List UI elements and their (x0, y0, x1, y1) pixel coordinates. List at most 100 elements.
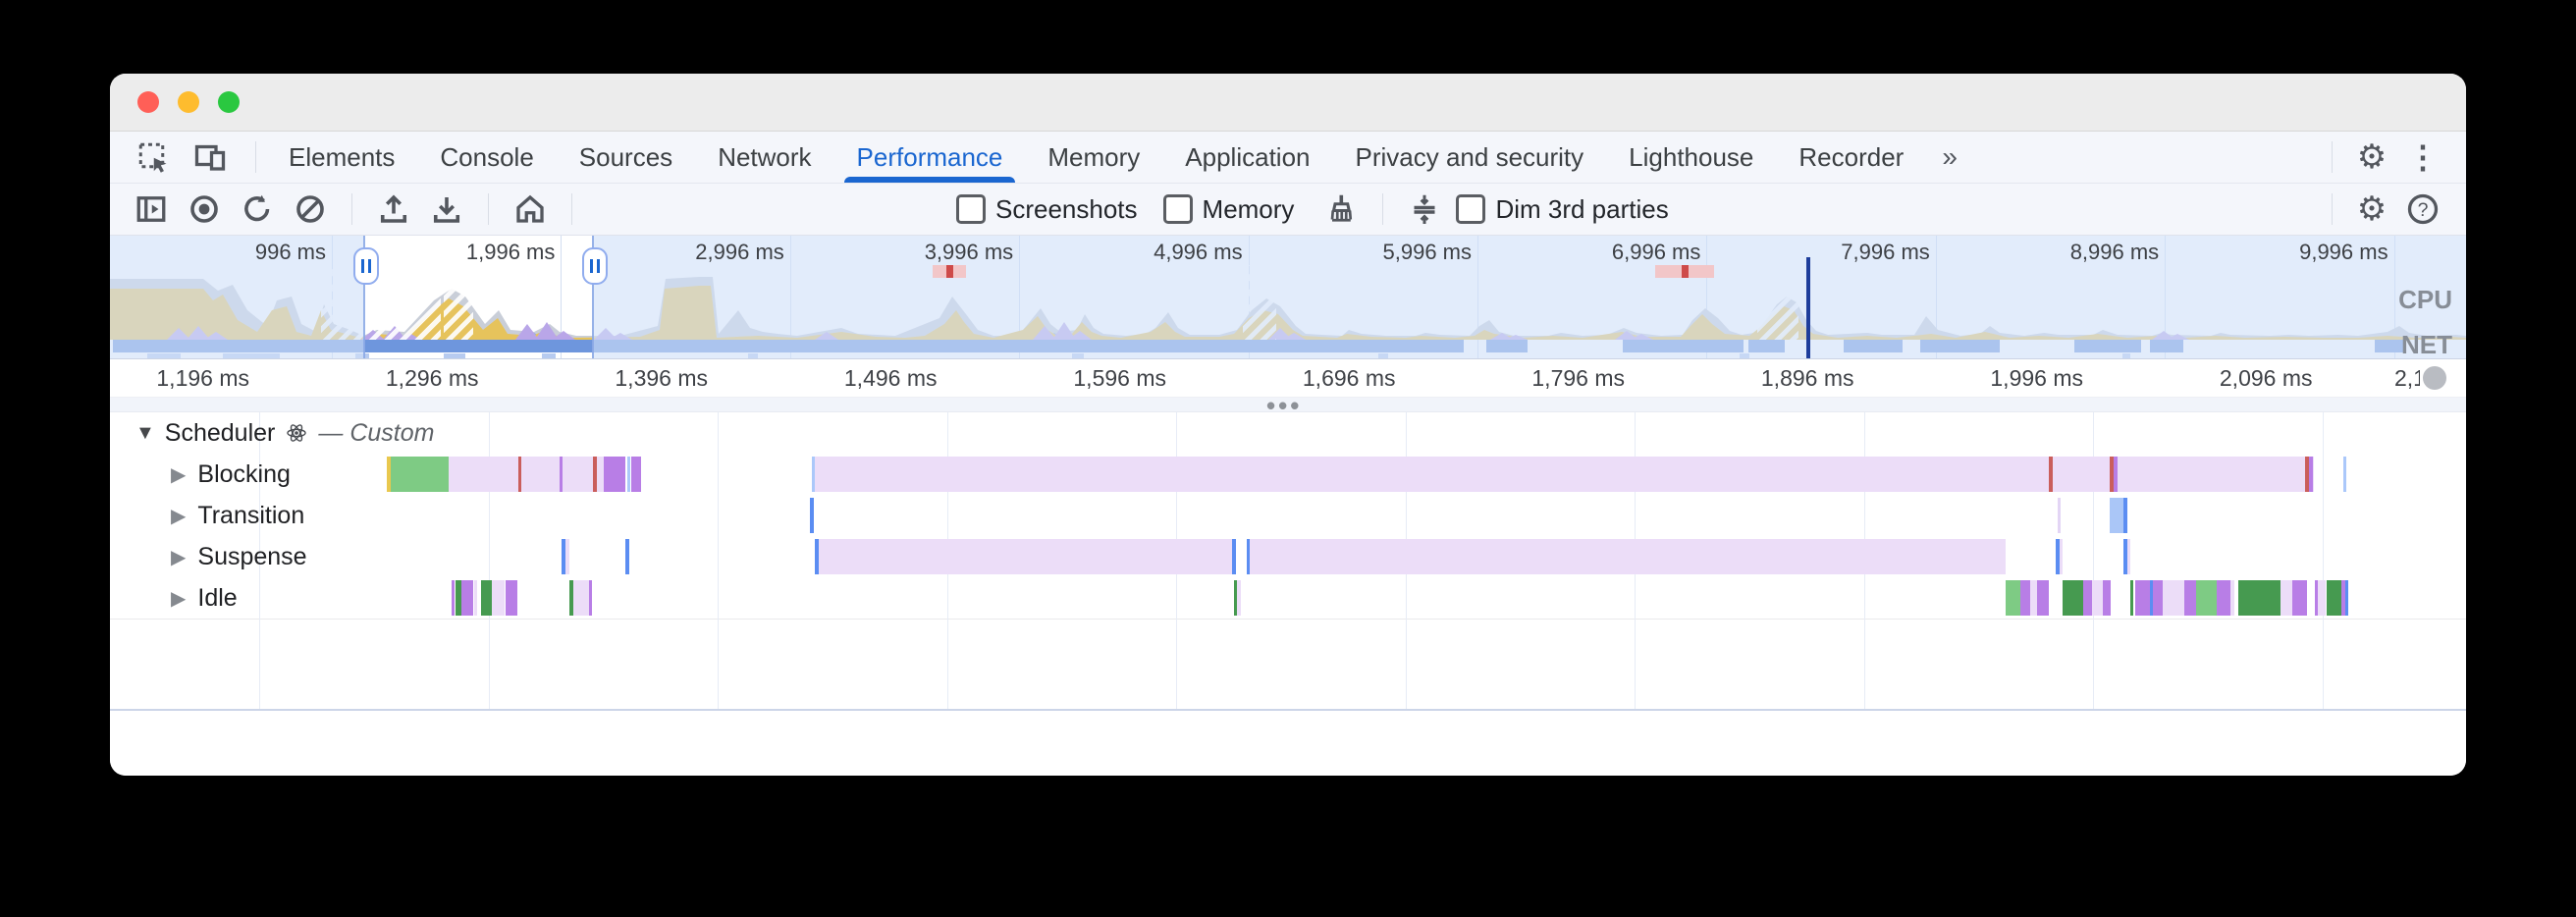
flame-bar[interactable] (631, 457, 641, 492)
customize-menu-icon[interactable]: ⋮ (2407, 139, 2439, 175)
flame-bar[interactable] (2037, 580, 2049, 616)
flame-bar[interactable] (2327, 580, 2341, 616)
flame-bar[interactable] (625, 539, 629, 574)
flame-bar[interactable] (2114, 457, 2118, 492)
flame-bar[interactable] (2150, 580, 2153, 616)
flame-bar[interactable] (2049, 457, 2053, 492)
flame-bar[interactable] (2103, 580, 2111, 616)
save-profile-icon[interactable] (425, 188, 468, 231)
flame-bar[interactable] (2058, 498, 2061, 533)
flame-bar[interactable] (456, 580, 461, 616)
flame-bar[interactable] (573, 580, 589, 616)
flame-bar[interactable] (452, 580, 455, 616)
flame-bar[interactable] (589, 580, 592, 616)
expand-triangle-icon[interactable]: ▶ (171, 463, 187, 486)
dim-3rd-parties-checkbox[interactable] (1456, 194, 1486, 224)
flame-bar[interactable] (819, 539, 1232, 574)
tab-lighthouse[interactable]: Lighthouse (1629, 141, 1754, 172)
flame-bar[interactable] (2138, 580, 2150, 616)
memory-checkbox[interactable] (1162, 194, 1193, 224)
track-row-suspense[interactable]: ▶Suspense (110, 536, 2466, 577)
tab-recorder[interactable]: Recorder (1798, 141, 1905, 172)
flame-bar[interactable] (2281, 580, 2292, 616)
flame-bar[interactable] (2130, 580, 2133, 616)
shrink-rows-icon[interactable] (1403, 188, 1446, 231)
expand-triangle-icon[interactable]: ▶ (171, 546, 187, 568)
zoom-window-button[interactable] (218, 91, 240, 113)
flame-bar[interactable] (560, 457, 563, 492)
flame-bar[interactable] (2056, 539, 2060, 574)
flame-bar[interactable] (1250, 539, 2006, 574)
flame-bar[interactable] (812, 457, 815, 492)
flame-bar[interactable] (481, 580, 492, 616)
flame-bar[interactable] (2127, 539, 2130, 574)
collapse-triangle-icon[interactable]: ▼ (135, 421, 155, 444)
capture-settings-gear-icon[interactable]: ⚙ (2356, 190, 2388, 228)
flame-bar[interactable] (2153, 580, 2163, 616)
flame-bar[interactable] (2020, 580, 2030, 616)
flame-bar[interactable] (2318, 580, 2326, 616)
flame-bar[interactable] (810, 498, 814, 533)
flame-bar[interactable] (2292, 580, 2307, 616)
flame-bar[interactable] (2343, 457, 2346, 492)
flame-bar[interactable] (2305, 457, 2309, 492)
track-row-blocking[interactable]: ▶Blocking (110, 454, 2466, 495)
tab-elements[interactable]: Elements (289, 141, 396, 172)
selection-left-handle[interactable] (353, 247, 379, 285)
flame-bar[interactable] (492, 580, 505, 616)
live-metrics-home-icon[interactable] (509, 188, 552, 231)
playhead-cursor[interactable] (1806, 257, 1810, 358)
flame-bar[interactable] (461, 580, 473, 616)
flame-bar[interactable] (2184, 580, 2196, 616)
flame-bar[interactable] (2030, 580, 2037, 616)
flame-bar[interactable] (474, 580, 477, 616)
toggle-sidebar-icon[interactable] (130, 188, 173, 231)
tab-application[interactable]: Application (1185, 141, 1311, 172)
flame-bar[interactable] (2238, 580, 2281, 616)
clear-icon[interactable] (289, 188, 332, 231)
tab-memory[interactable]: Memory (1047, 141, 1141, 172)
record-and-reload-button[interactable] (236, 188, 279, 231)
flame-bar[interactable] (2092, 580, 2103, 616)
track-row-transition[interactable]: ▶Transition (110, 495, 2466, 536)
flame-bar[interactable] (604, 457, 625, 492)
flame-bar[interactable] (1237, 580, 1241, 616)
inspect-element-icon[interactable] (132, 135, 175, 179)
flame-bar[interactable] (593, 457, 597, 492)
expand-triangle-icon[interactable]: ▶ (171, 505, 187, 527)
flame-bar[interactable] (2309, 457, 2313, 492)
close-window-button[interactable] (137, 91, 159, 113)
panel-resize-strip[interactable]: ••• (110, 391, 2466, 420)
flame-bar[interactable] (2163, 580, 2184, 616)
flame-bar[interactable] (2341, 580, 2345, 616)
flame-bar[interactable] (815, 457, 2314, 492)
flame-bar[interactable] (1247, 539, 1250, 574)
flame-bar[interactable] (1234, 580, 1237, 616)
flame-bar[interactable] (2345, 580, 2348, 616)
horizontal-scrollbar-thumb[interactable] (2423, 366, 2446, 390)
flame-bar[interactable] (506, 580, 517, 616)
flame-bar[interactable] (2123, 539, 2127, 574)
help-icon[interactable]: ? (2401, 188, 2444, 231)
flame-bar[interactable] (2135, 580, 2138, 616)
flame-bar[interactable] (815, 539, 819, 574)
flame-bar[interactable] (2110, 457, 2114, 492)
tab-network[interactable]: Network (718, 141, 812, 172)
track-group-scheduler[interactable]: ▼ Scheduler — Custom (110, 412, 2466, 454)
flame-bar[interactable] (565, 539, 569, 574)
flame-bar[interactable] (2217, 580, 2230, 616)
collect-garbage-icon[interactable] (1319, 188, 1363, 231)
expand-triangle-icon[interactable]: ▶ (171, 587, 187, 610)
flame-bar[interactable] (2110, 498, 2127, 533)
settings-gear-icon[interactable]: ⚙ (2356, 138, 2388, 176)
flame-bar[interactable] (2230, 580, 2234, 616)
flame-bar[interactable] (518, 457, 521, 492)
details-pane-divider[interactable] (110, 709, 2466, 711)
flame-bar[interactable] (627, 457, 630, 492)
screenshots-checkbox[interactable] (956, 194, 986, 224)
flame-bar[interactable] (2196, 580, 2217, 616)
tab-console[interactable]: Console (440, 141, 534, 172)
flame-bar[interactable] (2006, 580, 2020, 616)
tab-performance[interactable]: Performance (834, 132, 1026, 183)
